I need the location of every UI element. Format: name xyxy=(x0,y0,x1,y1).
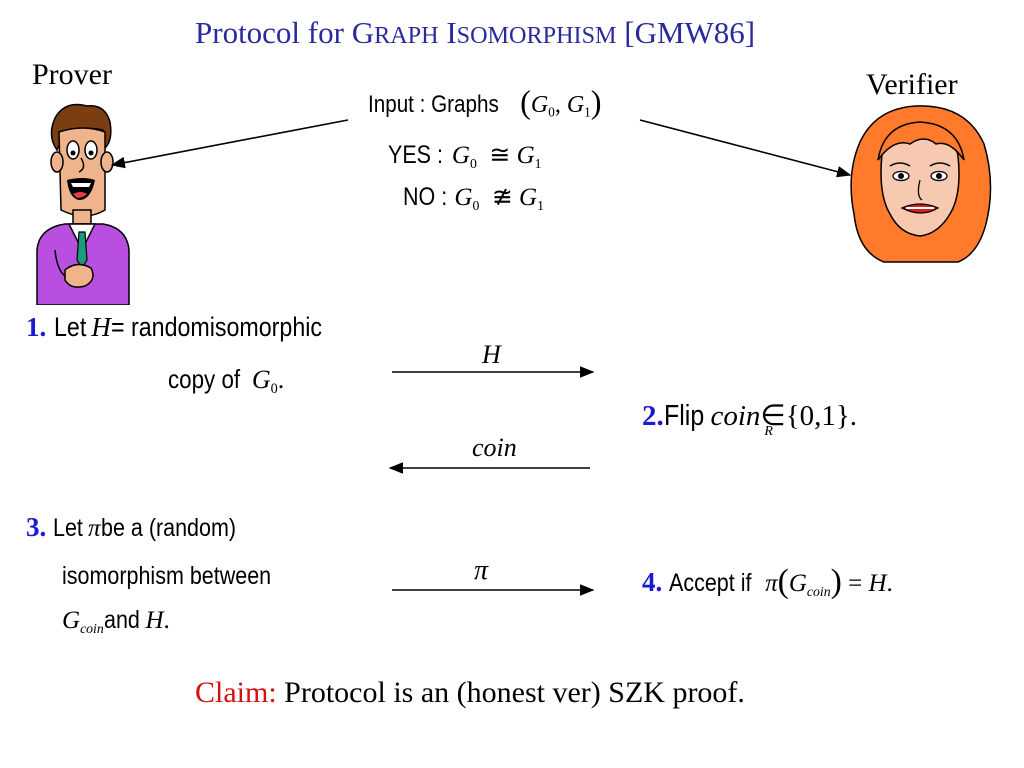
prover-cartoon-icon xyxy=(36,103,130,305)
step-1-line-1: 1. Let H = randomisomorphic xyxy=(26,312,322,342)
claim: Claim: Protocol is an (honest ver) SZK p… xyxy=(195,676,745,710)
step-4: 4. Accept if π(Gcoin) = H. xyxy=(642,563,893,601)
title-reference: [GMW86] xyxy=(624,15,756,50)
verifier-label: Verifier xyxy=(866,68,958,101)
step-4-number: 4. xyxy=(642,567,663,597)
input-label: Input : Graphs xyxy=(368,91,499,118)
input-line: Input : Graphs (G0, G1) xyxy=(368,85,602,122)
prover-label: Prover xyxy=(32,58,112,91)
step-3-line-3: Gcoin and H. xyxy=(62,606,170,636)
input-g0: G xyxy=(530,92,549,118)
input-g1: G xyxy=(566,92,585,118)
step-2-number: 2. xyxy=(642,400,664,432)
no-label: NO : xyxy=(403,183,448,211)
title-i: I xyxy=(446,15,457,50)
message-pi: π xyxy=(474,555,489,586)
title-g: G xyxy=(351,15,375,50)
step-2: 2.Flip coin∈R{0,1}. xyxy=(642,400,858,439)
arrow-to-prover xyxy=(110,119,349,169)
message-h: H xyxy=(482,340,501,369)
verifier-cartoon-icon xyxy=(850,105,992,263)
arrow-to-verifier xyxy=(639,119,852,178)
slide-title: Protocol for GRAPH ISOMORPHISM [GMW86] xyxy=(195,15,755,51)
title-prefix: Protocol for xyxy=(195,15,352,50)
claim-label: Claim: xyxy=(195,676,277,709)
yes-label: YES : xyxy=(388,141,443,169)
step-1-line-2: copy of G0. xyxy=(168,364,285,397)
title-raph: RAPH xyxy=(374,22,439,49)
no-line: NO : G0 ≇ G1 xyxy=(403,183,544,213)
title-somorphism: SOMORPHISM xyxy=(456,22,617,49)
yes-line: YES : G0 ≅ G1 xyxy=(388,141,542,171)
step-1-number: 1. xyxy=(26,312,47,342)
claim-text: Protocol is an (honest ver) SZK proof. xyxy=(276,676,745,709)
step-3-line-2: isomorphism between xyxy=(62,562,272,590)
message-coin: coin xyxy=(472,433,517,462)
step-3-line-1: 3. Let π be a (random) xyxy=(26,512,236,542)
step-3-number: 3. xyxy=(26,512,47,542)
isomorphic-symbol: ≅ xyxy=(489,142,511,169)
not-isomorphic-symbol: ≇ xyxy=(491,184,513,211)
